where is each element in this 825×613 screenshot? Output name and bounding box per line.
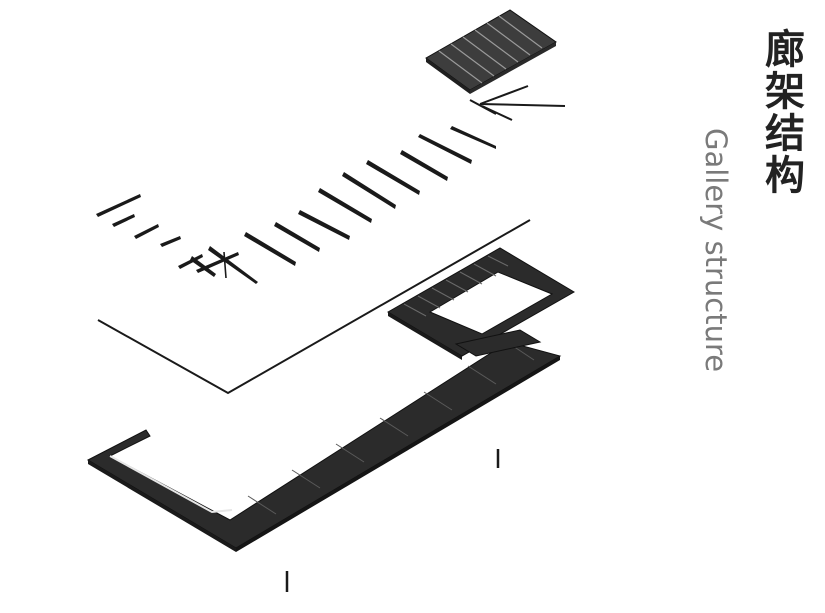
floor-slab <box>86 247 575 552</box>
title-chinese: 廊架结构 <box>758 28 804 196</box>
roof-slat-panel <box>425 9 557 94</box>
title-english: Gallery structure <box>699 128 733 373</box>
connector-beams <box>469 85 566 121</box>
roof-plane-outline <box>97 219 531 395</box>
columns <box>285 449 500 592</box>
roof-beams <box>96 126 496 284</box>
